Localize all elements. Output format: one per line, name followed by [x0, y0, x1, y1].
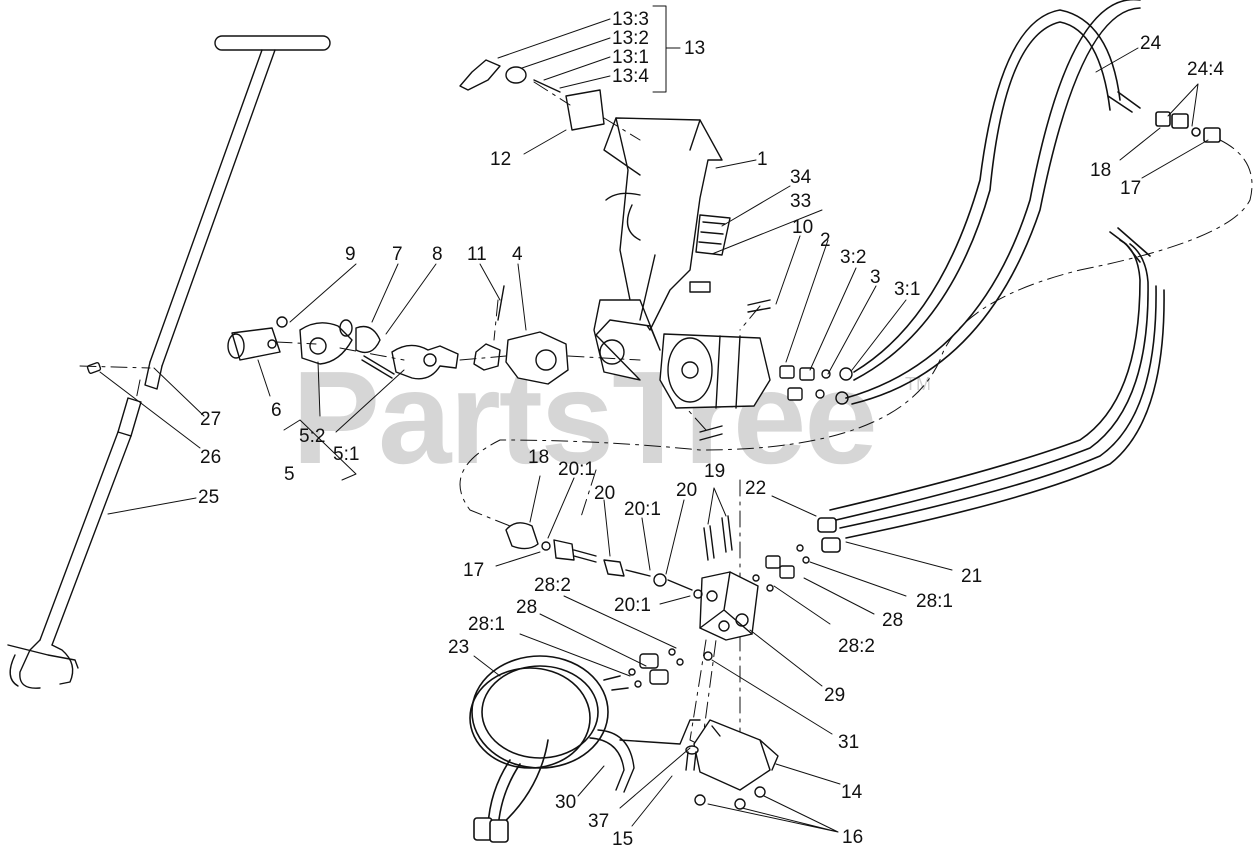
lever-part-13	[459, 59, 561, 93]
rod-part-30	[589, 719, 701, 793]
callout-14: 14	[841, 782, 863, 803]
callout-20-1-c: 20:1	[614, 595, 651, 616]
block-part-12	[565, 89, 605, 131]
callout-13: 13	[684, 38, 706, 59]
callout-10: 10	[792, 217, 814, 238]
valve-block-part-29	[699, 571, 759, 641]
callout-28-left: 28	[516, 597, 538, 618]
hub-part	[473, 343, 501, 371]
callout-23: 23	[448, 637, 470, 658]
bearing-part-7	[355, 325, 381, 354]
mount-bracket-part-1	[593, 117, 723, 381]
yoke-part-4	[505, 331, 569, 385]
callout-25: 25	[198, 487, 220, 508]
callout-9: 9	[345, 244, 356, 265]
hydraulic-motor-part-2	[659, 333, 771, 409]
callout-8: 8	[432, 244, 443, 265]
callout-34: 34	[790, 167, 812, 188]
callout-28-2-left: 28:2	[534, 575, 571, 596]
callout-17-left: 17	[463, 560, 485, 581]
pin-part-15	[685, 745, 699, 771]
studs-part-19	[703, 515, 733, 561]
callout-17-top: 17	[1120, 178, 1142, 199]
set-screw-26	[86, 362, 102, 374]
callout-5: 5	[284, 464, 295, 485]
callout-20-1-a: 20:1	[558, 459, 595, 480]
decal-part-34	[695, 214, 731, 256]
fittings-left-chain	[505, 522, 703, 599]
callout-18-top: 18	[1090, 160, 1112, 181]
callout-37: 37	[588, 811, 610, 832]
pin-part-11	[497, 285, 505, 321]
callout-11: 11	[467, 244, 487, 265]
callout-12: 12	[490, 149, 512, 170]
callout-19: 19	[704, 461, 726, 482]
callout-33: 33	[790, 191, 812, 212]
callout-21: 21	[961, 566, 983, 587]
callout-5-2: 5:2	[299, 426, 326, 447]
bracket-part-14	[693, 719, 779, 791]
nuts-part-16	[694, 786, 766, 810]
callout-20-1-b: 20:1	[624, 499, 661, 520]
callout-26: 26	[200, 447, 222, 468]
callout-6: 6	[271, 400, 282, 421]
bolt-part-10	[747, 299, 771, 313]
callout-24: 24	[1140, 33, 1162, 54]
t-handle-tool	[7, 35, 331, 689]
callout-5-1: 5:1	[333, 444, 360, 465]
nut-part-9	[276, 316, 288, 328]
callout-3: 3	[870, 267, 881, 288]
callout-3-2: 3:2	[840, 247, 867, 268]
callout-31: 31	[838, 732, 860, 753]
fittings-part-28	[628, 648, 713, 688]
callout-13-3: 13:3	[612, 9, 649, 30]
callout-15: 15	[612, 829, 634, 850]
callout-2: 2	[820, 230, 831, 251]
callout-13-4: 13:4	[612, 66, 649, 87]
pin-part-8	[361, 355, 395, 379]
trademark-mark: TM	[905, 374, 931, 394]
callout-28-1-left: 28:1	[468, 614, 505, 635]
decal-part-33	[689, 281, 711, 293]
callout-13-2: 13:2	[612, 28, 649, 49]
coupler-part-6	[227, 327, 281, 361]
callout-28-right: 28	[882, 610, 904, 631]
callout-4: 4	[512, 244, 523, 265]
fittings-right-chain	[752, 544, 810, 592]
callout-3-1: 3:1	[894, 279, 921, 300]
leader-lines	[99, 5, 1209, 833]
hose-assembly-21	[817, 227, 1165, 553]
callout-28-1-right: 28:1	[916, 591, 953, 612]
cross-part-5-1	[391, 344, 459, 380]
callout-20-b: 20	[676, 480, 698, 501]
callout-20-a: 20	[594, 483, 616, 504]
hose-assembly-24	[845, 0, 1221, 405]
callout-30: 30	[555, 792, 577, 813]
callout-22: 22	[745, 478, 767, 499]
callout-29: 29	[824, 685, 846, 706]
callout-27: 27	[200, 409, 222, 430]
callout-13-1: 13:1	[612, 47, 649, 68]
bolt-lower	[699, 425, 723, 441]
hose-coil-part-23	[469, 655, 629, 843]
callout-1: 1	[757, 149, 768, 170]
yoke-part-5-2	[299, 319, 353, 365]
callout-16: 16	[842, 827, 864, 848]
callout-28-2-right: 28:2	[838, 636, 875, 657]
motor-fittings	[779, 365, 853, 405]
callout-18-left: 18	[528, 447, 550, 468]
callout-24-4: 24:4	[1187, 59, 1224, 80]
callout-7: 7	[392, 244, 403, 265]
